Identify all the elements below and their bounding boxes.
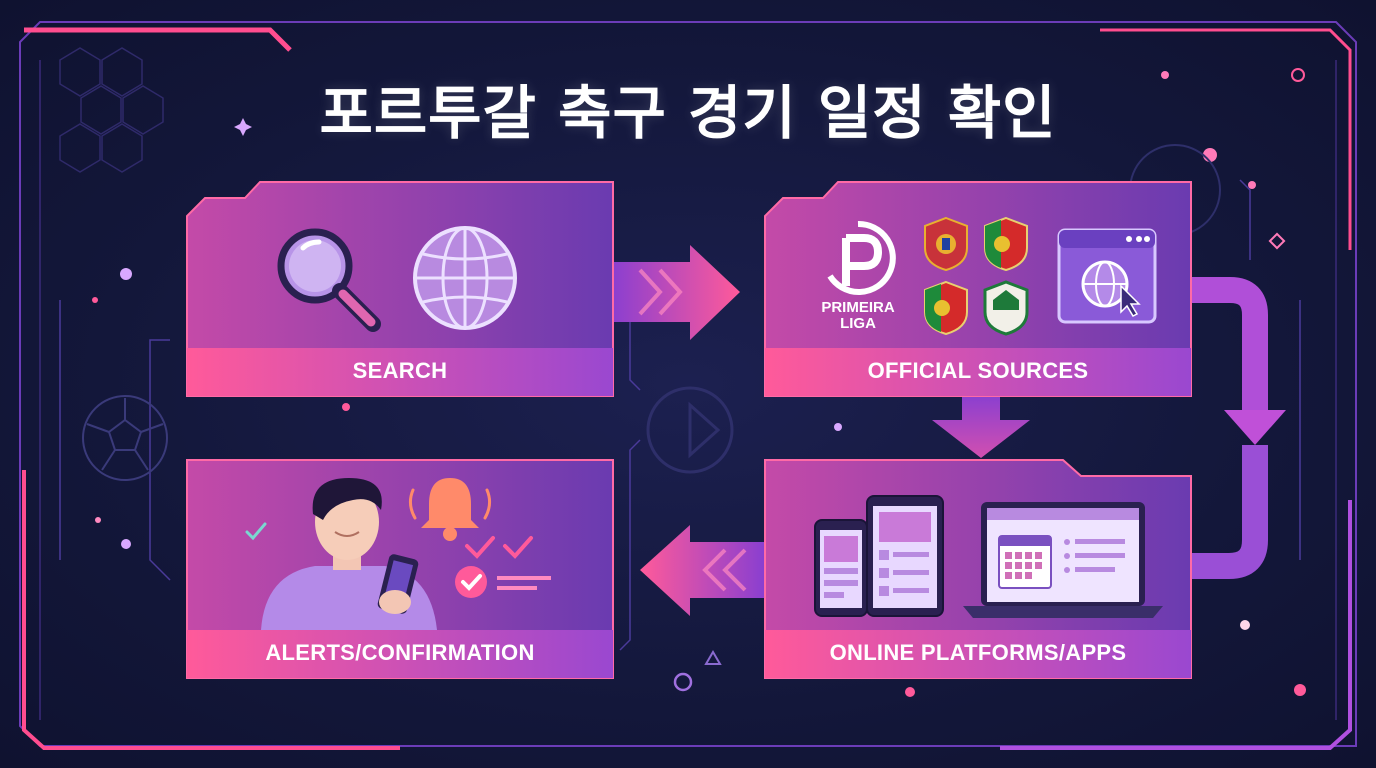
primeira-liga-text: PRIMEIRA LIGA <box>803 300 913 332</box>
arrow-sources-to-platforms <box>932 395 1030 458</box>
person-with-phone-icon <box>261 478 437 630</box>
logo-line-1: PRIMEIRA <box>821 299 895 316</box>
globe-icon <box>413 226 517 330</box>
tablet-icon <box>866 495 944 617</box>
arrow-platforms-to-alerts <box>640 525 764 616</box>
flag-shield-icon <box>984 216 1028 272</box>
logo-line-2: LIGA <box>840 315 876 332</box>
magnifier-icon <box>277 228 381 332</box>
step-alerts-label: ALERTS/CONFIRMATION <box>265 640 535 665</box>
crest-icon <box>924 216 968 272</box>
primeira-liga-logo <box>827 220 896 295</box>
step-online-platforms-panel: ONLINE PLATFORMS/APPS <box>763 458 1193 680</box>
step-search-panel: SEARCH <box>185 180 615 398</box>
phone-icon <box>814 519 868 617</box>
bell-icon <box>408 478 492 541</box>
step-alerts-panel: ALERTS/CONFIRMATION <box>185 458 615 680</box>
page-title: 포르투갈 축구 경기 일정 확인 <box>319 79 1057 147</box>
checkmark-icon <box>455 536 551 598</box>
step-search-label: SEARCH <box>352 358 448 383</box>
step-official-sources-label: OFFICIAL SOURCES <box>867 358 1089 383</box>
small-check-icon <box>245 522 267 541</box>
flag-shield-icon-2 <box>924 280 968 336</box>
step-official-sources-panel: PRIMEIRA LIGA <box>763 180 1193 398</box>
laptop-calendar-icon <box>963 502 1163 618</box>
browser-globe-icon <box>1057 228 1157 324</box>
green-crest-icon <box>983 280 1029 336</box>
arrow-sources-loop <box>1190 277 1286 579</box>
step-online-platforms-label: ONLINE PLATFORMS/APPS <box>829 640 1127 665</box>
arrow-search-to-sources <box>612 245 740 340</box>
